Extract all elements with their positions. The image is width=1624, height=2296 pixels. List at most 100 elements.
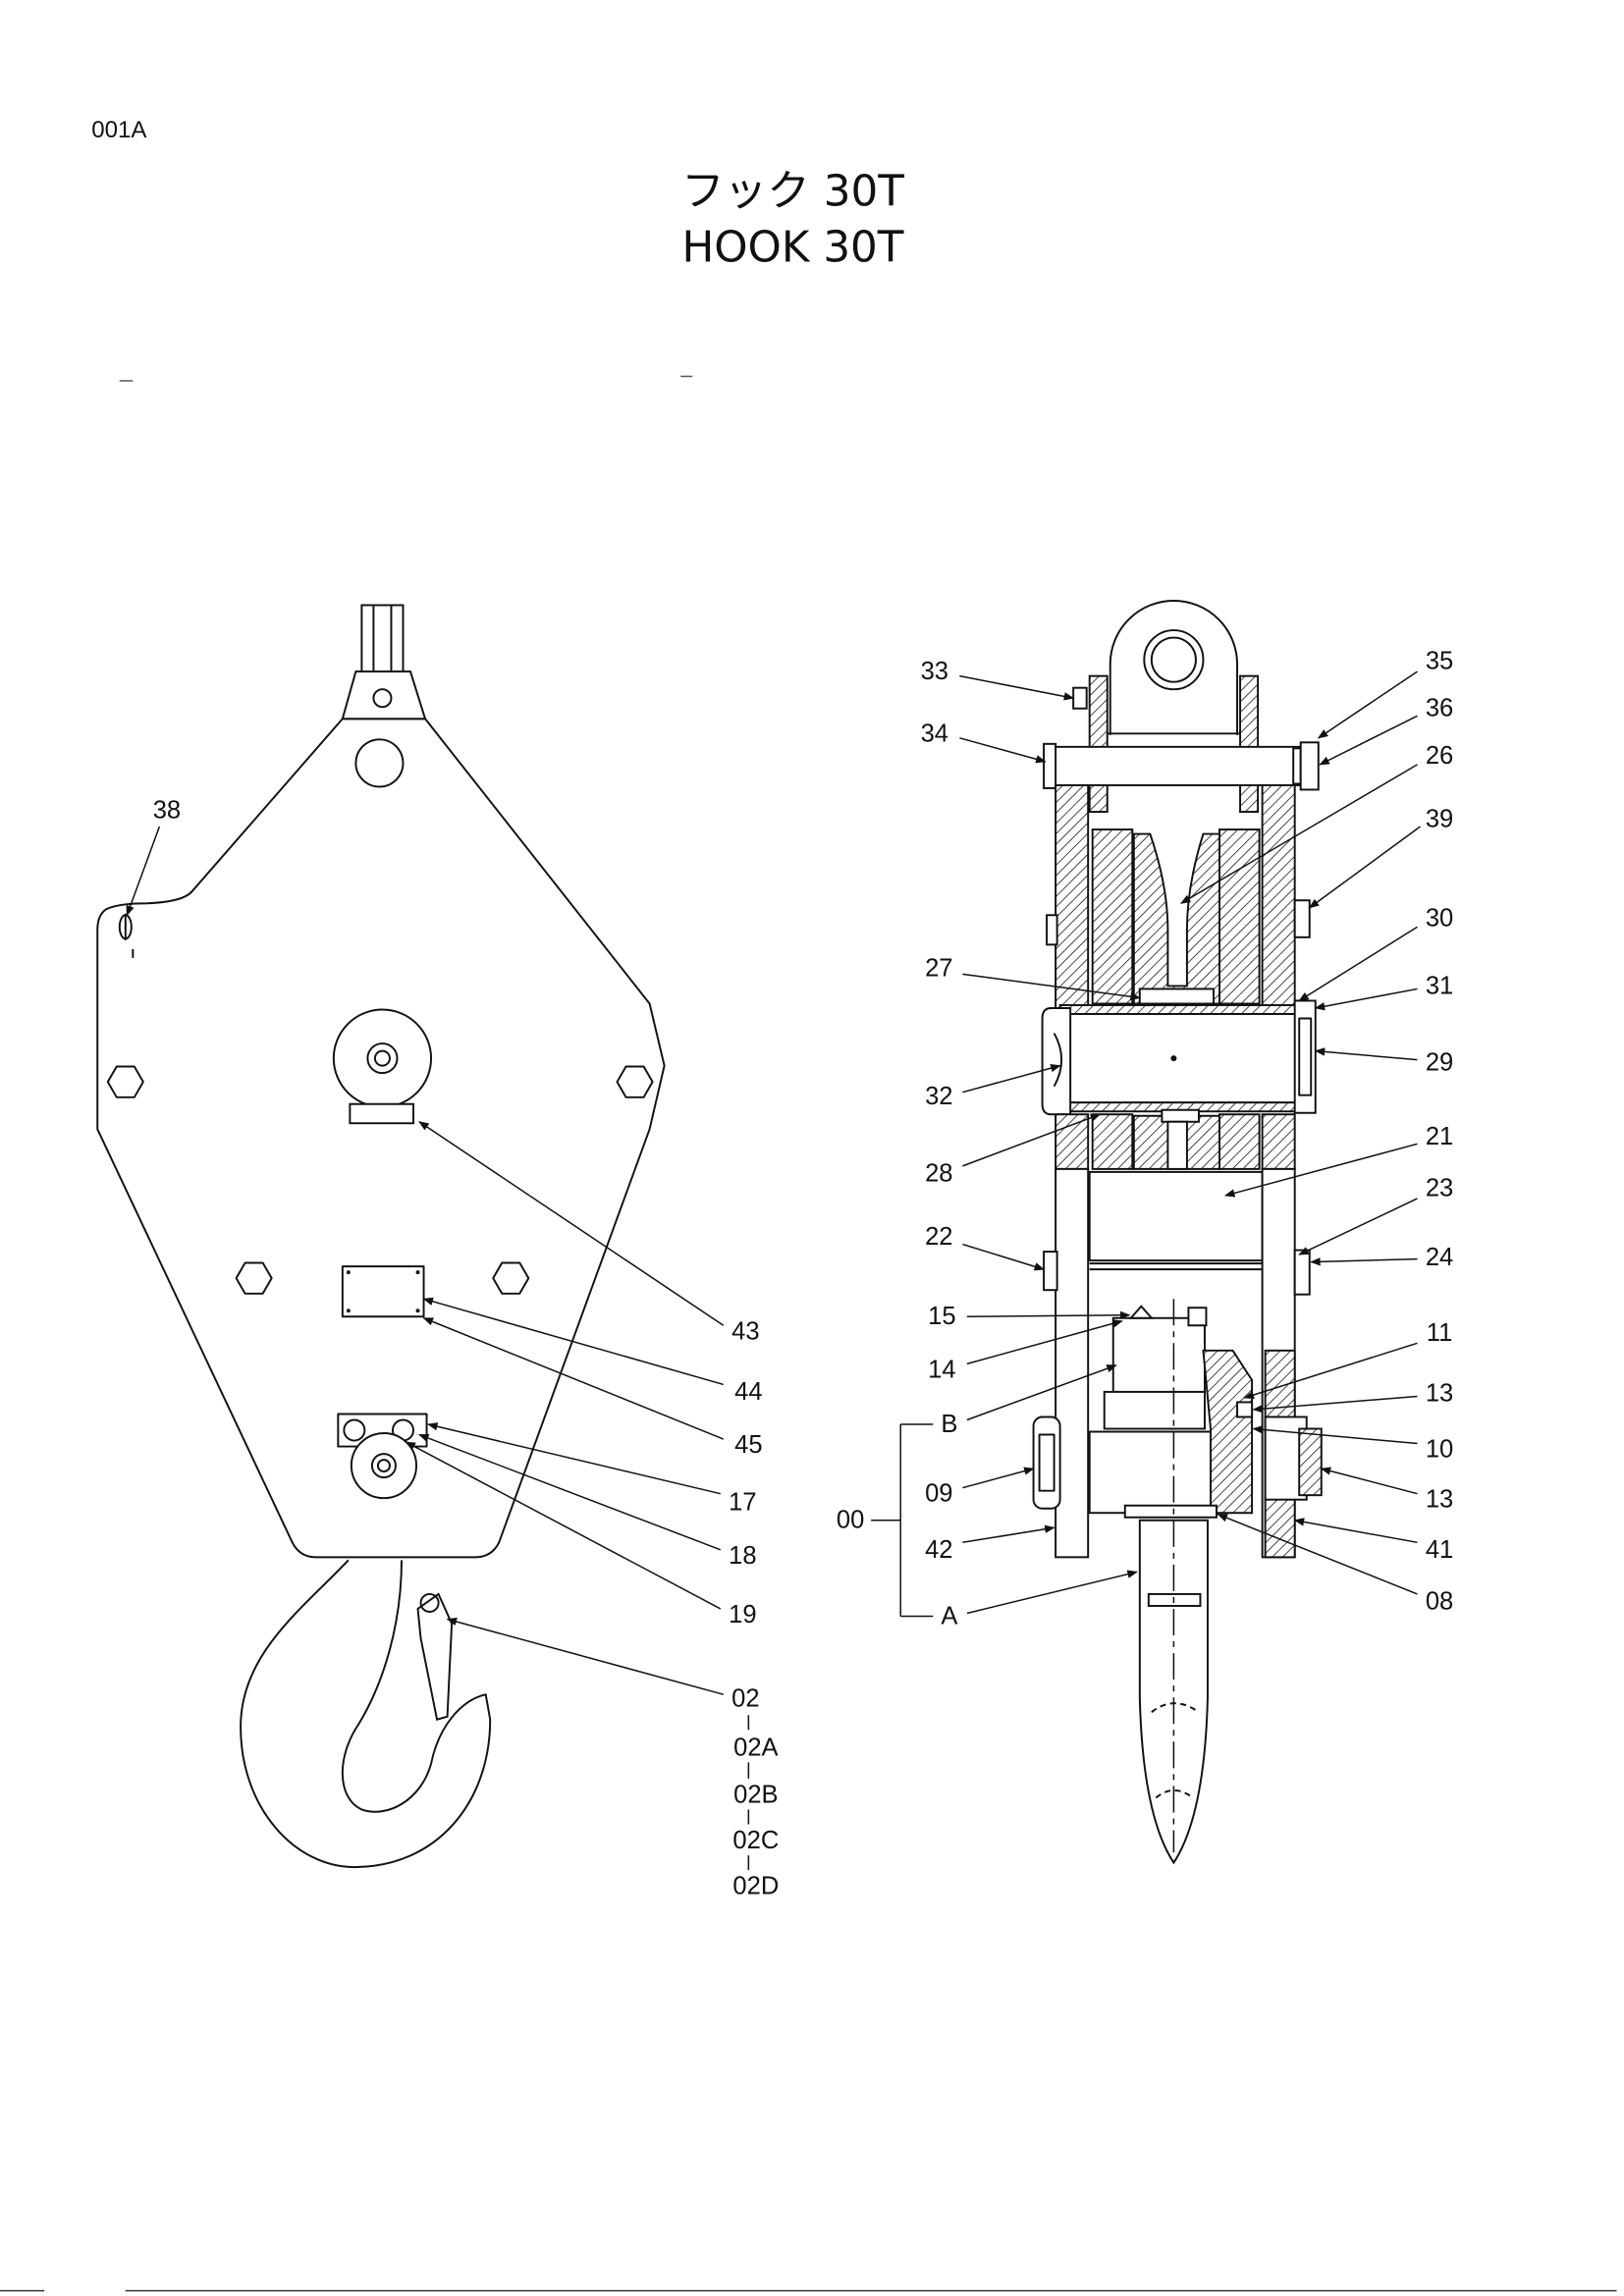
hook-block-side-view bbox=[96, 604, 666, 1869]
trunnion-boss bbox=[350, 1432, 418, 1500]
upper-bracket-left bbox=[1088, 674, 1109, 813]
lifting-hole bbox=[354, 738, 405, 788]
bolt-33 bbox=[1072, 686, 1088, 710]
leader-line bbox=[418, 1121, 725, 1326]
block-21 bbox=[1088, 1170, 1264, 1262]
leader-line bbox=[405, 1441, 722, 1610]
part-callout-label: 11 bbox=[1427, 1319, 1453, 1347]
hex-bolt bbox=[106, 1065, 144, 1098]
bracket-pin-hole bbox=[372, 688, 393, 709]
hook-section-mark bbox=[1151, 1702, 1200, 1714]
thrust-collar bbox=[1103, 1390, 1206, 1430]
bolt-left bbox=[1046, 914, 1058, 946]
nut-24 bbox=[1293, 1249, 1311, 1296]
hook-nut bbox=[1147, 1592, 1202, 1607]
bearing-27 bbox=[1138, 988, 1215, 1005]
part-callout-label: 24 bbox=[1426, 1244, 1453, 1271]
leader-line bbox=[446, 1617, 724, 1695]
hex-bolt bbox=[235, 1261, 273, 1295]
side-plate-left-mid bbox=[1055, 1113, 1090, 1170]
nut-top bbox=[1187, 1307, 1208, 1327]
part-callout-label: 26 bbox=[1426, 742, 1453, 770]
part-callout-label: 10 bbox=[1426, 1436, 1453, 1464]
part-callout-label: 17 bbox=[729, 1489, 756, 1517]
axle-center-mark bbox=[1170, 1055, 1177, 1062]
leader-line bbox=[962, 1064, 1061, 1094]
title-japanese: フック 30T bbox=[681, 167, 904, 216]
part-callout-label: 33 bbox=[921, 658, 948, 685]
leader-line bbox=[962, 1524, 1056, 1544]
pin-head bbox=[1043, 742, 1057, 789]
title-english: HOOK 30T bbox=[681, 224, 903, 273]
part-callout-label: 09 bbox=[925, 1480, 952, 1508]
leader-line bbox=[966, 1570, 1138, 1615]
part-callout-label: 00 bbox=[837, 1507, 864, 1534]
part-callout-label: 30 bbox=[1426, 904, 1453, 932]
leader-line bbox=[1243, 1342, 1418, 1400]
washer-35 bbox=[1292, 747, 1302, 785]
leader-line bbox=[962, 1113, 1102, 1167]
part-callout-label: 08 bbox=[1426, 1587, 1453, 1615]
part-callout-label: 34 bbox=[921, 720, 948, 747]
part-callout-label: 02 bbox=[731, 1685, 759, 1713]
hook-block-section-view bbox=[1032, 600, 1323, 1865]
leader-line bbox=[1293, 1518, 1418, 1544]
spacer-right bbox=[1218, 828, 1261, 1005]
leader-line bbox=[1308, 826, 1421, 909]
part-callout-label: 19 bbox=[729, 1601, 756, 1629]
bolt-09 bbox=[1032, 1415, 1061, 1510]
part-callout-label: 27 bbox=[925, 954, 952, 982]
part-callout-label: B bbox=[941, 1411, 957, 1438]
part-callout-label: 14 bbox=[928, 1356, 955, 1383]
part-callout-label: 35 bbox=[1426, 648, 1453, 675]
sheave-web bbox=[1166, 1120, 1188, 1170]
part-callout-label: 31 bbox=[1426, 972, 1453, 999]
part-callout-label: 42 bbox=[925, 1536, 952, 1564]
axle-29 bbox=[1058, 1013, 1298, 1104]
collar-08 bbox=[1123, 1504, 1218, 1519]
part-callout-label: 36 bbox=[1426, 695, 1453, 722]
name-plate-44 bbox=[341, 1265, 425, 1318]
spacer-right-lower bbox=[1218, 1113, 1261, 1170]
safety-latch bbox=[416, 1592, 454, 1721]
bearing-housing-11 bbox=[1202, 1349, 1254, 1515]
bearing-28 bbox=[1161, 1108, 1200, 1123]
nut-13 bbox=[1236, 1401, 1254, 1418]
leader-line bbox=[427, 1422, 721, 1495]
grease-nipple-15 bbox=[1128, 1305, 1154, 1319]
hex-bolt bbox=[492, 1261, 530, 1295]
leader-line bbox=[1217, 1514, 1418, 1595]
part-callout-label: 45 bbox=[734, 1431, 762, 1459]
spacer-left bbox=[1091, 828, 1134, 1005]
part-callout-label: 32 bbox=[925, 1083, 952, 1110]
crosshead bbox=[1088, 1430, 1226, 1515]
leader-line bbox=[1298, 1198, 1418, 1255]
spacer-left-lower bbox=[1091, 1113, 1134, 1170]
side-plate-right-upper bbox=[1261, 783, 1296, 1015]
part-callout-label: 41 bbox=[1426, 1536, 1453, 1564]
part-callout-label: 29 bbox=[1426, 1049, 1453, 1077]
leader-line bbox=[1314, 1047, 1418, 1061]
part-callout-label: 02D bbox=[732, 1873, 779, 1900]
cap-13 bbox=[1298, 1427, 1323, 1497]
side-plate-left-upper bbox=[1055, 783, 1090, 1015]
part-callout-label: 39 bbox=[1426, 806, 1453, 833]
hook-section-mark bbox=[1155, 1789, 1194, 1799]
cap-32 bbox=[1041, 1007, 1072, 1116]
leader-line bbox=[418, 1433, 722, 1551]
leader-line bbox=[966, 1364, 1117, 1421]
hex-bolt bbox=[616, 1065, 654, 1098]
side-plate-outline bbox=[96, 718, 666, 1559]
bolt-22 bbox=[1043, 1251, 1058, 1292]
assembly-bracket-00 bbox=[871, 1423, 934, 1618]
part-callout-label: 23 bbox=[1426, 1174, 1453, 1201]
part-callout-label: 38 bbox=[153, 796, 181, 824]
part-callout-label: 22 bbox=[925, 1223, 952, 1251]
part-callout-label: 21 bbox=[1426, 1123, 1453, 1150]
part-callout-label: 15 bbox=[928, 1303, 955, 1330]
callout-layer: 384344451718190202A02B02C02D333435362639… bbox=[126, 648, 1453, 1900]
side-plate-right-mid bbox=[1261, 1113, 1296, 1170]
axle-sleeve-upper bbox=[1058, 1004, 1298, 1015]
leader-line bbox=[1319, 715, 1418, 766]
leader-line bbox=[126, 826, 161, 917]
